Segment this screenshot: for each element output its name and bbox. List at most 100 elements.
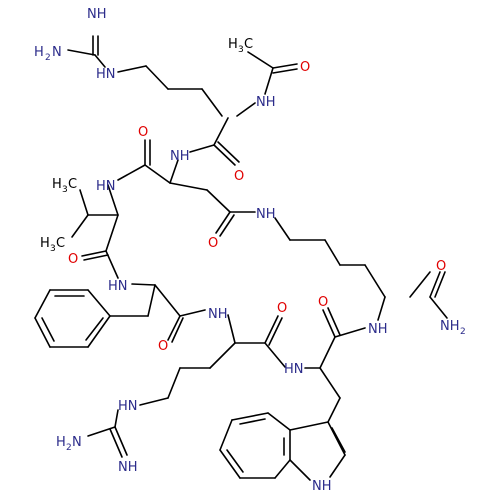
val-methyl2-subscript: 3 [50, 244, 56, 254]
bond [189, 144, 215, 153]
bond [334, 327, 366, 338]
acetyl-methyl-c: C [244, 37, 253, 52]
bond-network [34, 35, 448, 481]
acetyl-methyl-subscript: 3 [238, 45, 244, 55]
val-carbonyl-oxygen: O [68, 252, 78, 267]
asp-sidechain-oxygen: O [208, 236, 218, 251]
bond [145, 65, 169, 90]
bond [107, 184, 119, 216]
bond [289, 421, 329, 431]
bond [206, 189, 231, 213]
bond [264, 67, 274, 95]
bond [324, 239, 341, 266]
bond [117, 164, 146, 181]
bond [144, 164, 171, 184]
guanidine2-amine-subscript: 2 [66, 443, 72, 453]
arg2-sidechain-nh: HN [118, 399, 138, 414]
arg1-carbonyl-oxygen: O [234, 169, 244, 184]
bond [377, 296, 386, 321]
asp-carbonyl-oxygen: O [138, 125, 148, 140]
asp-amide-nh: NH [170, 149, 190, 164]
bond [239, 418, 266, 425]
lys-amide-nh: NH [368, 322, 388, 337]
bond [274, 217, 291, 241]
bond [87, 289, 111, 317]
bond [94, 54, 106, 68]
trp-amide-nh: HN [284, 362, 304, 377]
phe-carbonyl-oxygen: O [158, 339, 168, 354]
val-methyl1-h: H [52, 177, 62, 192]
guanidine-amine-nitrogen: N [52, 45, 62, 60]
bond [147, 284, 156, 317]
bond [215, 211, 231, 234]
arg1-guanidine-nitrogen: HN [96, 67, 116, 82]
bond [105, 214, 119, 252]
guanidine-imine-label: NH [87, 7, 107, 22]
lys-terminal-amide-subscript: 2 [460, 327, 466, 337]
bond [289, 459, 311, 481]
bond [219, 449, 241, 479]
bond [167, 367, 181, 399]
trp-carbonyl-oxygen: O [318, 295, 328, 310]
bond [213, 144, 236, 166]
acetyl-oxygen: O [300, 60, 310, 75]
bond [409, 271, 431, 298]
guanidine2-amine-h: H [56, 435, 66, 450]
bond [41, 317, 55, 342]
val-methyl1-subscript: 3 [62, 185, 68, 195]
bond [201, 88, 223, 117]
bond [167, 315, 181, 341]
bond [209, 342, 236, 369]
bond [272, 68, 298, 74]
bond [169, 159, 179, 184]
bond [87, 315, 111, 348]
bond [429, 271, 441, 298]
arg2-carbonyl-oxygen: O [277, 301, 287, 316]
bond [34, 317, 51, 348]
bond [268, 317, 283, 346]
bond [81, 250, 107, 257]
lys-terminal-amide-nh2: NH [440, 319, 460, 334]
bond [169, 182, 208, 191]
bond [71, 214, 89, 238]
bond [231, 412, 269, 421]
bond [236, 102, 256, 117]
guanidine2-imine-label: NH [118, 460, 138, 475]
bond [322, 309, 336, 338]
bond [171, 317, 184, 343]
val-methyl2-c: C [56, 236, 65, 251]
bond [364, 264, 386, 298]
bond [131, 283, 156, 286]
bond [109, 428, 123, 458]
bond [327, 307, 341, 336]
bond [327, 421, 346, 456]
bond [105, 250, 119, 279]
bond [327, 397, 341, 423]
bond [264, 342, 286, 368]
atom-labels: NH H 2 N HN H 3 C O NH O NH O O NH HN H … [34, 7, 466, 494]
bond [154, 284, 181, 317]
bond [139, 397, 169, 406]
bond [219, 214, 235, 237]
indole-nh: NH [312, 479, 332, 494]
bond [79, 189, 89, 216]
bond [83, 254, 109, 261]
bond [434, 271, 446, 298]
acetyl-methyl-h: H [228, 37, 238, 52]
bond [331, 427, 346, 453]
bond [264, 315, 279, 344]
guanidine-amine-label: H [34, 45, 44, 60]
val-methyl1-c: C [68, 177, 77, 192]
bond [267, 412, 291, 431]
bond [217, 141, 240, 163]
bond [117, 65, 147, 73]
bond [114, 426, 128, 456]
bond [319, 336, 336, 369]
bond [67, 49, 96, 56]
bond [34, 289, 51, 319]
guanidine2-amine-nitrogen: N [72, 435, 82, 450]
phe-amide-nh: HN [108, 279, 128, 294]
bond [114, 409, 119, 428]
bond [85, 317, 104, 341]
